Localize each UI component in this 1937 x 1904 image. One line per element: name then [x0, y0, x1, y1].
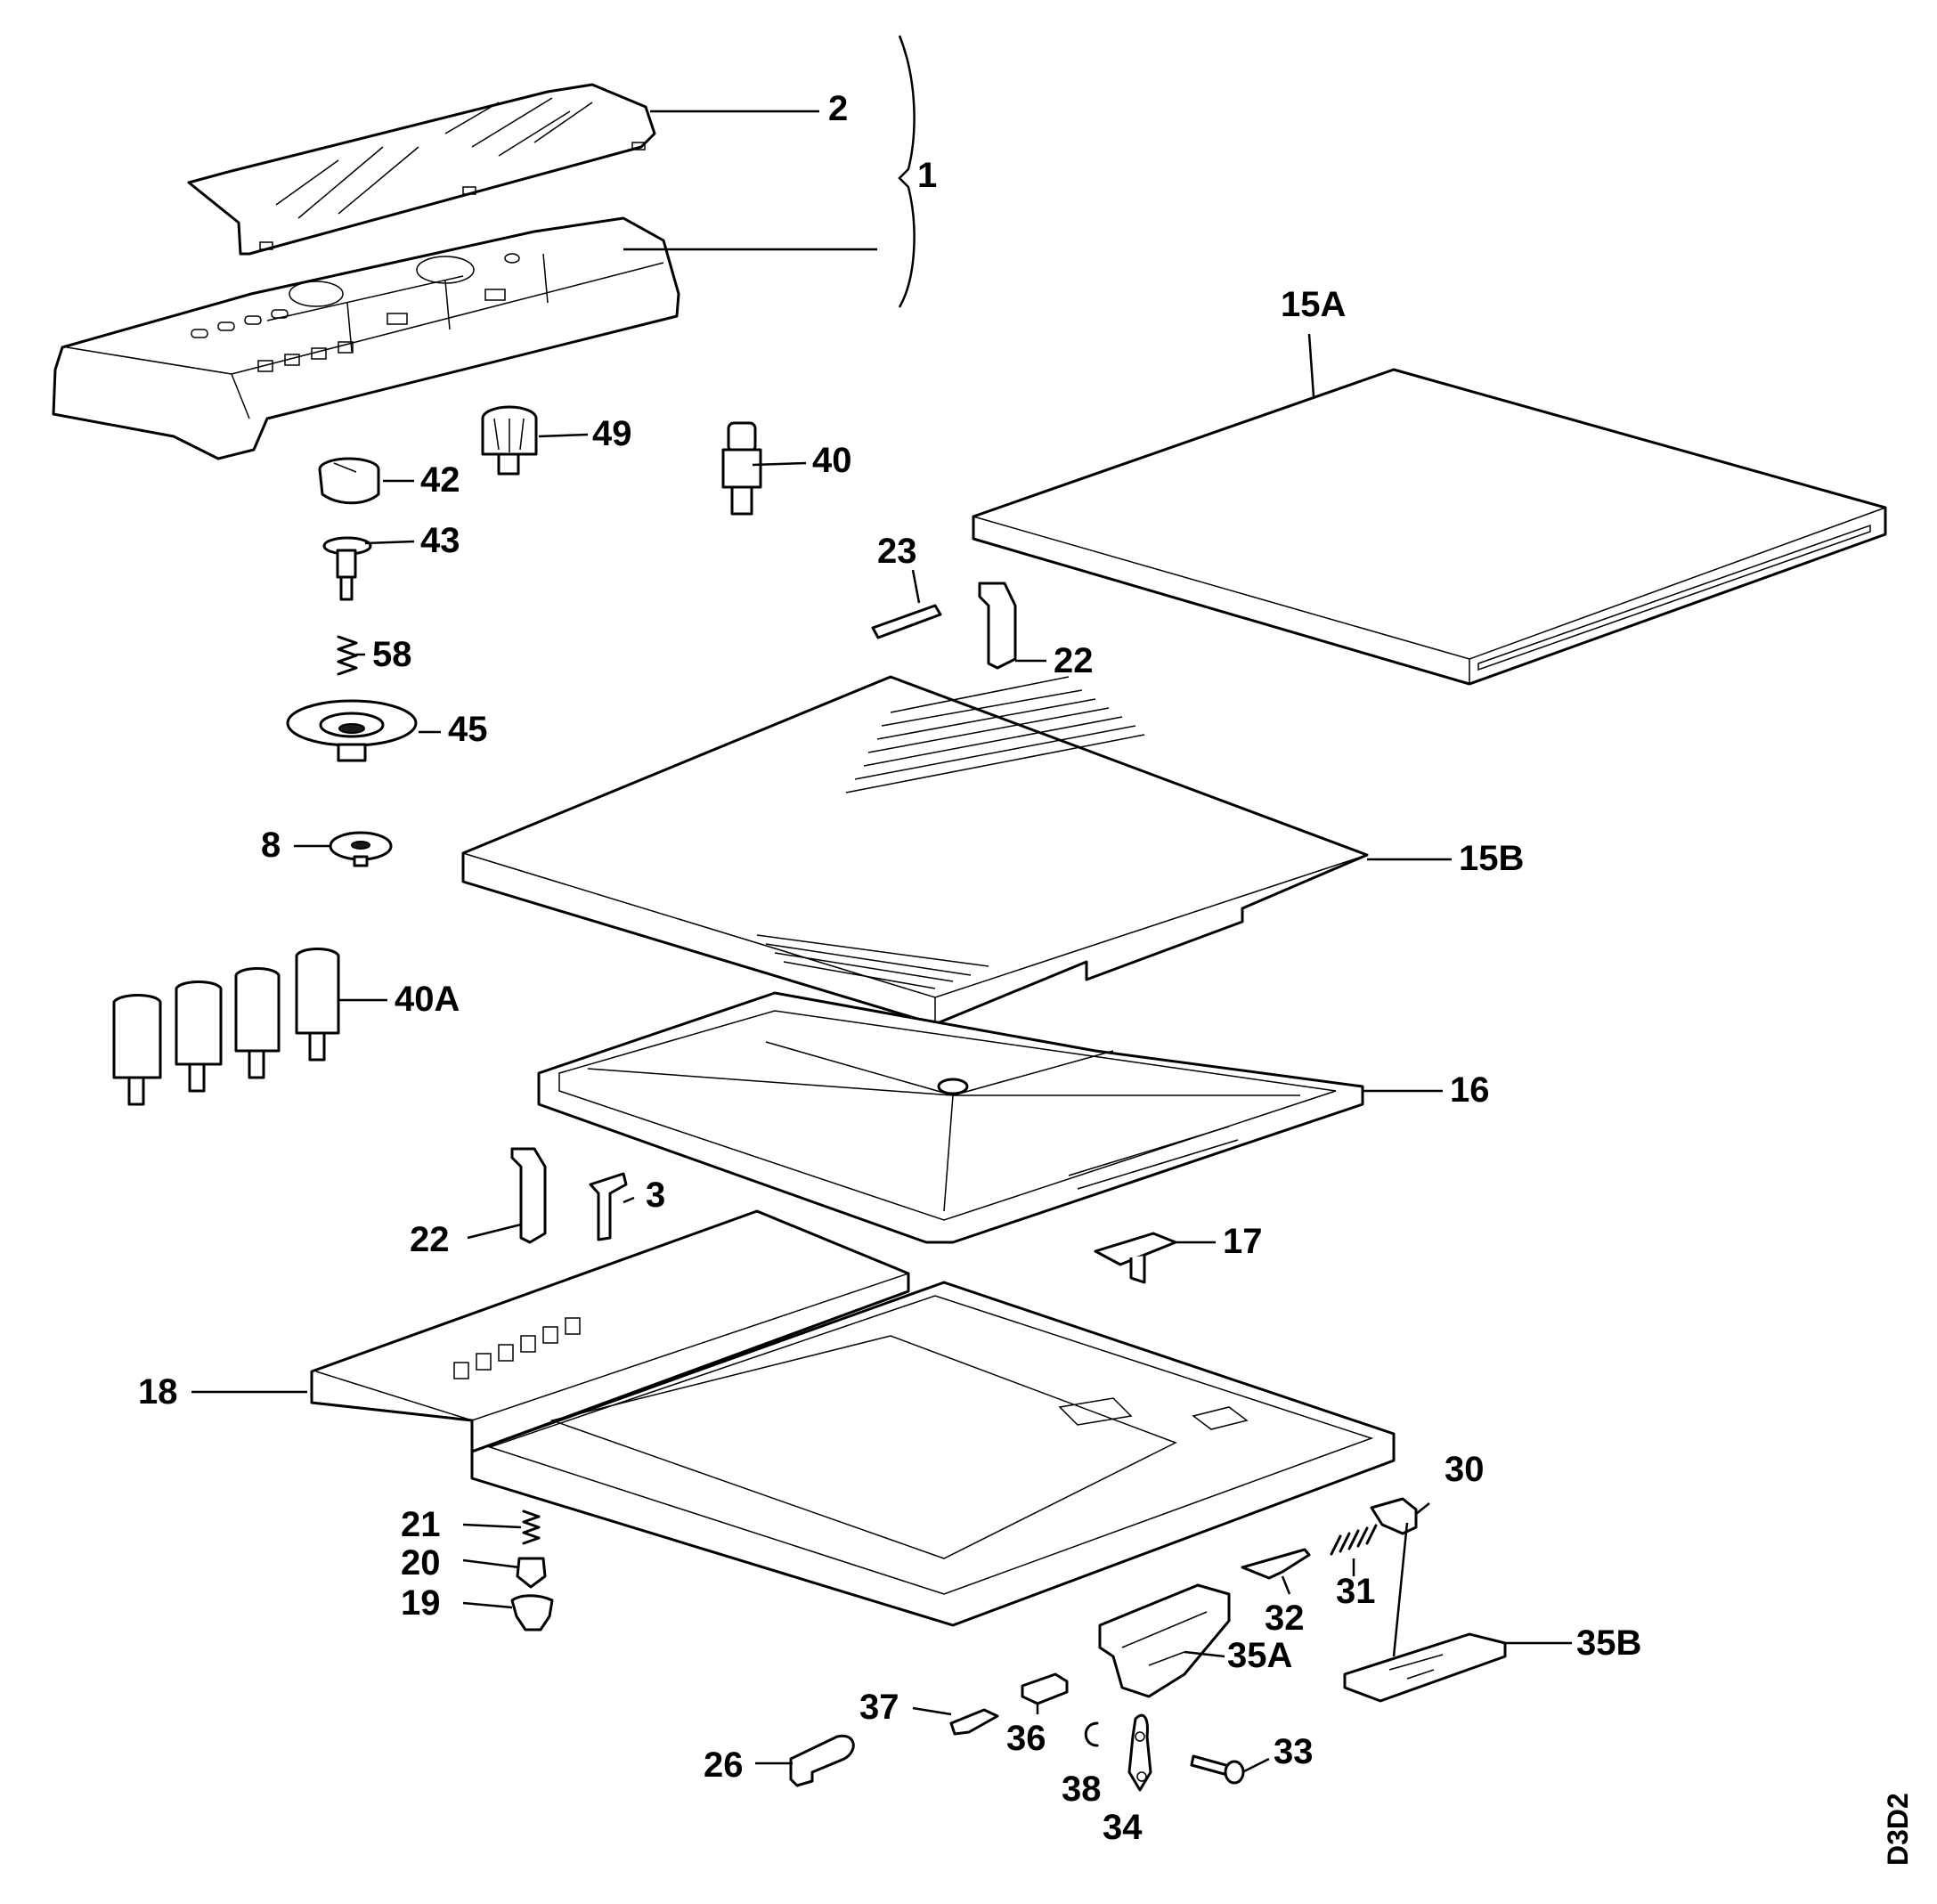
- part-33-screw: [1190, 1754, 1245, 1785]
- button-3: [234, 967, 281, 1079]
- button-4: [295, 948, 340, 1062]
- brace-part-1: [898, 35, 916, 308]
- label-32: 32: [1265, 1599, 1305, 1638]
- label-40: 40: [812, 441, 852, 480]
- label-42: 42: [420, 460, 460, 500]
- callout-labels: 2 1 15A 49 42 40 43 23 22 58 45 8 15B 40…: [138, 89, 1914, 1866]
- part-8-washer: [329, 831, 393, 867]
- label-37: 37: [859, 1688, 899, 1727]
- part-21-spring: [522, 1509, 541, 1545]
- part-16-frame: [537, 991, 1364, 1244]
- label-2: 2: [828, 89, 848, 128]
- part-40a-buttons: [112, 948, 340, 1106]
- label-23: 23: [877, 532, 917, 571]
- part-22-clip-upper: [978, 582, 1017, 670]
- label-43: 43: [420, 521, 460, 560]
- label-38: 38: [1062, 1770, 1102, 1809]
- label-22-lower: 22: [410, 1220, 450, 1259]
- part-37-clip: [949, 1708, 999, 1736]
- part-36-clip: [1021, 1672, 1069, 1705]
- part-32-lever: [1241, 1548, 1311, 1580]
- drawing-code: D3D2: [1882, 1793, 1914, 1866]
- label-21: 21: [401, 1505, 441, 1544]
- label-15a: 15A: [1281, 285, 1346, 324]
- label-49: 49: [592, 414, 632, 453]
- part-45-cap: [286, 699, 418, 762]
- part-2-glass-panel: [187, 83, 656, 256]
- part-58-spring: [337, 635, 358, 676]
- label-19: 19: [401, 1583, 441, 1623]
- label-17: 17: [1223, 1222, 1263, 1261]
- label-36: 36: [1006, 1719, 1046, 1758]
- label-45: 45: [448, 710, 488, 749]
- part-40-switch: [721, 421, 762, 516]
- part-34-link: [1127, 1713, 1152, 1792]
- button-2: [175, 980, 223, 1093]
- part-20-bushing: [516, 1557, 547, 1589]
- button-1: [112, 994, 162, 1106]
- part-30-catch: [1370, 1497, 1418, 1535]
- part-3-bracket: [589, 1172, 628, 1241]
- label-40a: 40A: [395, 980, 460, 1019]
- label-30: 30: [1445, 1450, 1485, 1489]
- label-26: 26: [704, 1745, 744, 1785]
- label-3: 3: [646, 1176, 665, 1215]
- part-42-knob: [318, 457, 380, 505]
- part-19-foot: [510, 1594, 554, 1631]
- part-43-knob-insert: [322, 536, 372, 601]
- part-49-knob: [481, 405, 538, 476]
- label-18: 18: [138, 1372, 178, 1412]
- label-20: 20: [401, 1543, 441, 1583]
- label-58: 58: [372, 635, 412, 674]
- part-1-control-panel: [52, 216, 680, 460]
- part-22-clip-lower: [510, 1147, 547, 1244]
- label-31: 31: [1336, 1572, 1376, 1611]
- part-26-clip: [789, 1734, 855, 1787]
- part-31-spring: [1330, 1524, 1378, 1556]
- part-35b-lock-plate: [1343, 1632, 1507, 1703]
- part-38-ring: [1084, 1721, 1099, 1747]
- leader-lines: [191, 110, 1572, 1774]
- label-35a: 35A: [1227, 1636, 1292, 1675]
- part-17-bracket: [1094, 1232, 1177, 1284]
- label-16: 16: [1450, 1070, 1490, 1110]
- label-33: 33: [1274, 1732, 1314, 1771]
- label-22-upper: 22: [1054, 641, 1094, 680]
- label-1: 1: [917, 156, 937, 195]
- part-15b-panel: [461, 675, 1369, 1026]
- part-18-base-tray: [310, 1209, 1396, 1627]
- part-23-pin: [871, 604, 942, 639]
- label-8: 8: [261, 826, 281, 865]
- part-35a-lock-housing: [1098, 1583, 1231, 1698]
- label-34: 34: [1103, 1808, 1143, 1847]
- part-15a-lid: [972, 368, 1887, 686]
- label-15b: 15B: [1459, 839, 1524, 878]
- label-35b: 35B: [1576, 1623, 1641, 1663]
